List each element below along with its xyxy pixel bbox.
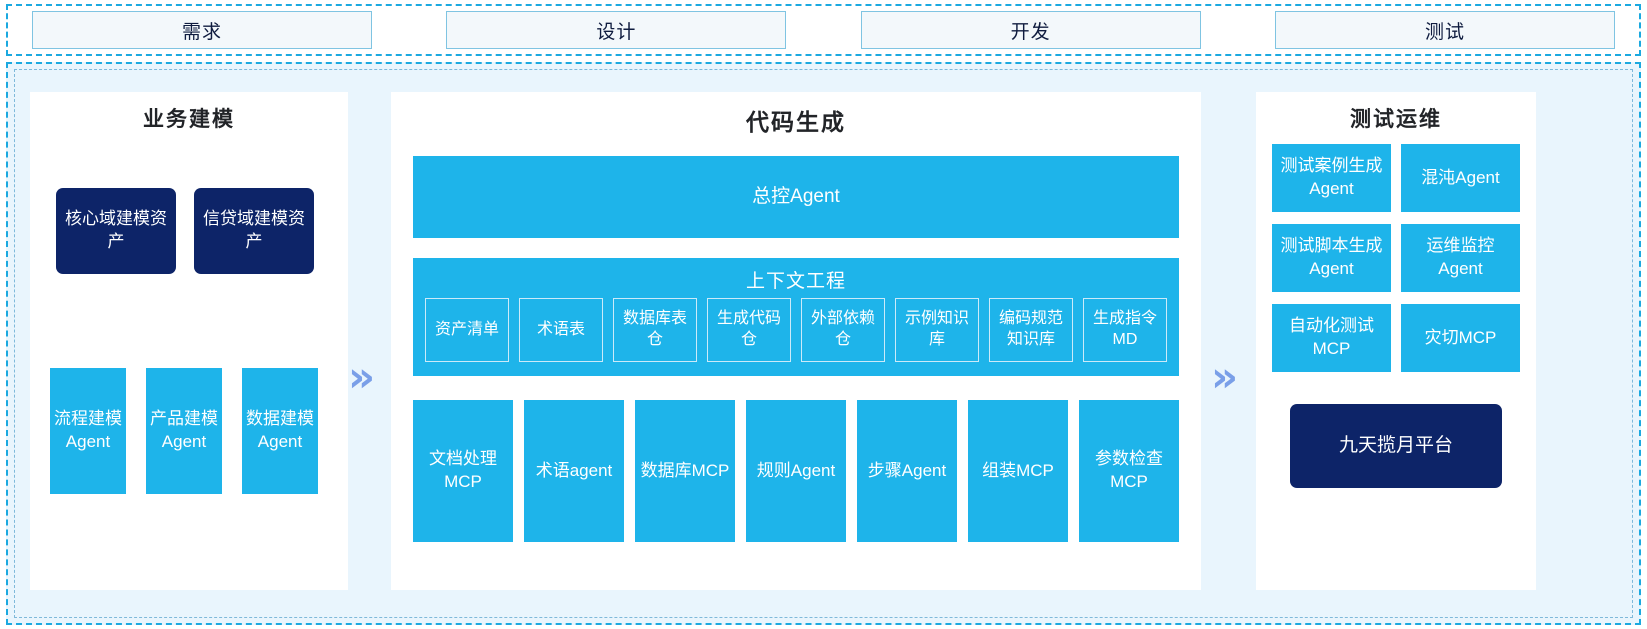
tool-card-assembly-mcp[interactable]: 组装MCP: [968, 400, 1068, 542]
tool-card-parameter-check-mcp[interactable]: 参数检查MCP: [1079, 400, 1179, 542]
test-card-label: 测试脚本生成Agent: [1280, 236, 1383, 278]
context-engineering-title: 上下文工程: [745, 271, 846, 292]
tool-card-glossary-agent[interactable]: 术语agent: [524, 400, 624, 542]
context-item-example-knowledge-base[interactable]: 示例知识库: [895, 298, 979, 362]
phase-box-design[interactable]: 设计: [446, 11, 787, 49]
chevron-right-icon-left-to-center: »: [348, 352, 376, 401]
context-item-label: 数据库表仓: [622, 310, 687, 348]
context-item-label: 术语表: [536, 320, 585, 338]
panel-business-modeling: 业务建模 核心域建模资产 信贷域建模资产 流程建模Agent 产品建模Agent…: [30, 92, 348, 590]
test-operations-cards-grid: 测试案例生成Agent 混沌Agent 测试脚本生成Agent 运维监控Agen…: [1272, 144, 1520, 372]
tool-card-label: 规则Agent: [756, 460, 836, 480]
context-item-asset-list[interactable]: 资产清单: [425, 298, 509, 362]
main-region: » » 业务建模 核心域建模资产 信贷域建模资产 流程建模Agent 产品建模A…: [6, 62, 1641, 625]
agent-card-label: 流程建模Agent: [54, 409, 122, 451]
test-card-test-script-generation-agent[interactable]: 测试脚本生成Agent: [1272, 224, 1391, 292]
context-engineering-block: 上下文工程 资产清单 术语表 数据库表仓 生成代码仓 外部依赖仓: [413, 258, 1179, 376]
context-item-external-dependency-repo[interactable]: 外部依赖仓: [801, 298, 885, 362]
phase-label: 开发: [1010, 21, 1051, 43]
test-card-label: 运维监控Agent: [1426, 236, 1495, 278]
tool-card-label: 文档处理MCP: [429, 449, 497, 491]
context-item-generation-instruction-md[interactable]: 生成指令MD: [1083, 298, 1167, 362]
test-card-test-case-generation-agent[interactable]: 测试案例生成Agent: [1272, 144, 1391, 212]
test-card-label: 混沌Agent: [1421, 167, 1500, 187]
context-item-db-table-repo[interactable]: 数据库表仓: [613, 298, 697, 362]
business-modeling-assets-group: 核心域建模资产 信贷域建模资产: [56, 188, 314, 274]
tool-card-label: 组装MCP: [982, 460, 1054, 480]
context-item-coding-standard-knowledge-base[interactable]: 编码规范知识库: [989, 298, 1073, 362]
phase-box-testing[interactable]: 测试: [1274, 11, 1615, 49]
tool-card-label: 步骤Agent: [867, 460, 947, 480]
phase-label: 设计: [596, 21, 637, 43]
panel-title-business-modeling: 业务建模: [143, 108, 235, 131]
context-item-glossary[interactable]: 术语表: [519, 298, 603, 362]
chevron-right-icon-center-to-right: »: [1211, 352, 1239, 401]
platform-card-label: 九天揽月平台: [1338, 435, 1453, 457]
master-agent-label: 总控Agent: [752, 186, 840, 208]
tool-card-database-mcp[interactable]: 数据库MCP: [635, 400, 735, 542]
tool-card-document-processing-mcp[interactable]: 文档处理MCP: [413, 400, 513, 542]
tool-card-label: 术语agent: [535, 460, 613, 480]
test-card-chaos-agent[interactable]: 混沌Agent: [1401, 144, 1520, 212]
agent-card-product-modeling[interactable]: 产品建模Agent: [146, 368, 222, 494]
master-agent-bar[interactable]: 总控Agent: [413, 156, 1179, 238]
phase-label: 测试: [1424, 21, 1465, 43]
asset-card-label: 信贷域建模资产: [203, 209, 305, 251]
test-card-automated-testing-mcp[interactable]: 自动化测试MCP: [1272, 304, 1391, 372]
test-card-disaster-recovery-mcp[interactable]: 灾切MCP: [1401, 304, 1520, 372]
phase-box-development[interactable]: 开发: [860, 11, 1201, 49]
tool-card-label: 数据库MCP: [640, 460, 730, 480]
context-item-label: 示例知识库: [904, 310, 969, 348]
context-item-label: 外部依赖仓: [810, 310, 875, 348]
agent-card-label: 数据建模Agent: [246, 409, 314, 451]
panel-code-generation: 代码生成 总控Agent 上下文工程 资产清单 术语表 数据库表仓: [391, 92, 1201, 590]
context-item-generated-code-repo[interactable]: 生成代码仓: [707, 298, 791, 362]
agent-card-process-modeling[interactable]: 流程建模Agent: [50, 368, 126, 494]
code-generation-tools-row: 文档处理MCP 术语agent 数据库MCP 规则Agent 步骤Agent 组…: [413, 400, 1179, 542]
context-engineering-items: 资产清单 术语表 数据库表仓 生成代码仓 外部依赖仓 示例知: [425, 298, 1167, 362]
test-card-label: 灾切MCP: [1424, 327, 1497, 347]
context-item-label: 生成代码仓: [716, 310, 781, 348]
tool-card-step-agent[interactable]: 步骤Agent: [857, 400, 957, 542]
test-card-ops-monitoring-agent[interactable]: 运维监控Agent: [1401, 224, 1520, 292]
platform-card-jiutian-lanyue[interactable]: 九天揽月平台: [1290, 404, 1502, 488]
asset-card-credit-domain[interactable]: 信贷域建模资产: [194, 188, 314, 274]
test-card-label: 自动化测试MCP: [1289, 316, 1374, 358]
test-card-label: 测试案例生成Agent: [1280, 156, 1383, 198]
phase-strip: 需求 设计 开发 测试: [6, 4, 1641, 56]
asset-card-core-domain[interactable]: 核心域建模资产: [56, 188, 176, 274]
panel-test-operations: 测试运维 测试案例生成Agent 混沌Agent 测试脚本生成Agent 运维监…: [1256, 92, 1536, 590]
panel-title-test-operations: 测试运维: [1350, 108, 1442, 131]
business-modeling-agents-group: 流程建模Agent 产品建模Agent 数据建模Agent: [50, 368, 318, 494]
context-item-label: 资产清单: [434, 320, 499, 338]
context-item-label: 编码规范知识库: [998, 310, 1063, 348]
panel-title-code-generation: 代码生成: [746, 109, 846, 135]
main-region-inner-border: [14, 69, 1633, 618]
agent-card-data-modeling[interactable]: 数据建模Agent: [242, 368, 318, 494]
tool-card-rule-agent[interactable]: 规则Agent: [746, 400, 846, 542]
phase-label: 需求: [181, 21, 222, 43]
agent-card-label: 产品建模Agent: [150, 409, 218, 451]
phase-box-requirements[interactable]: 需求: [32, 11, 372, 49]
tool-card-label: 参数检查MCP: [1095, 449, 1163, 491]
asset-card-label: 核心域建模资产: [65, 209, 167, 251]
context-item-label: 生成指令MD: [1092, 310, 1157, 348]
